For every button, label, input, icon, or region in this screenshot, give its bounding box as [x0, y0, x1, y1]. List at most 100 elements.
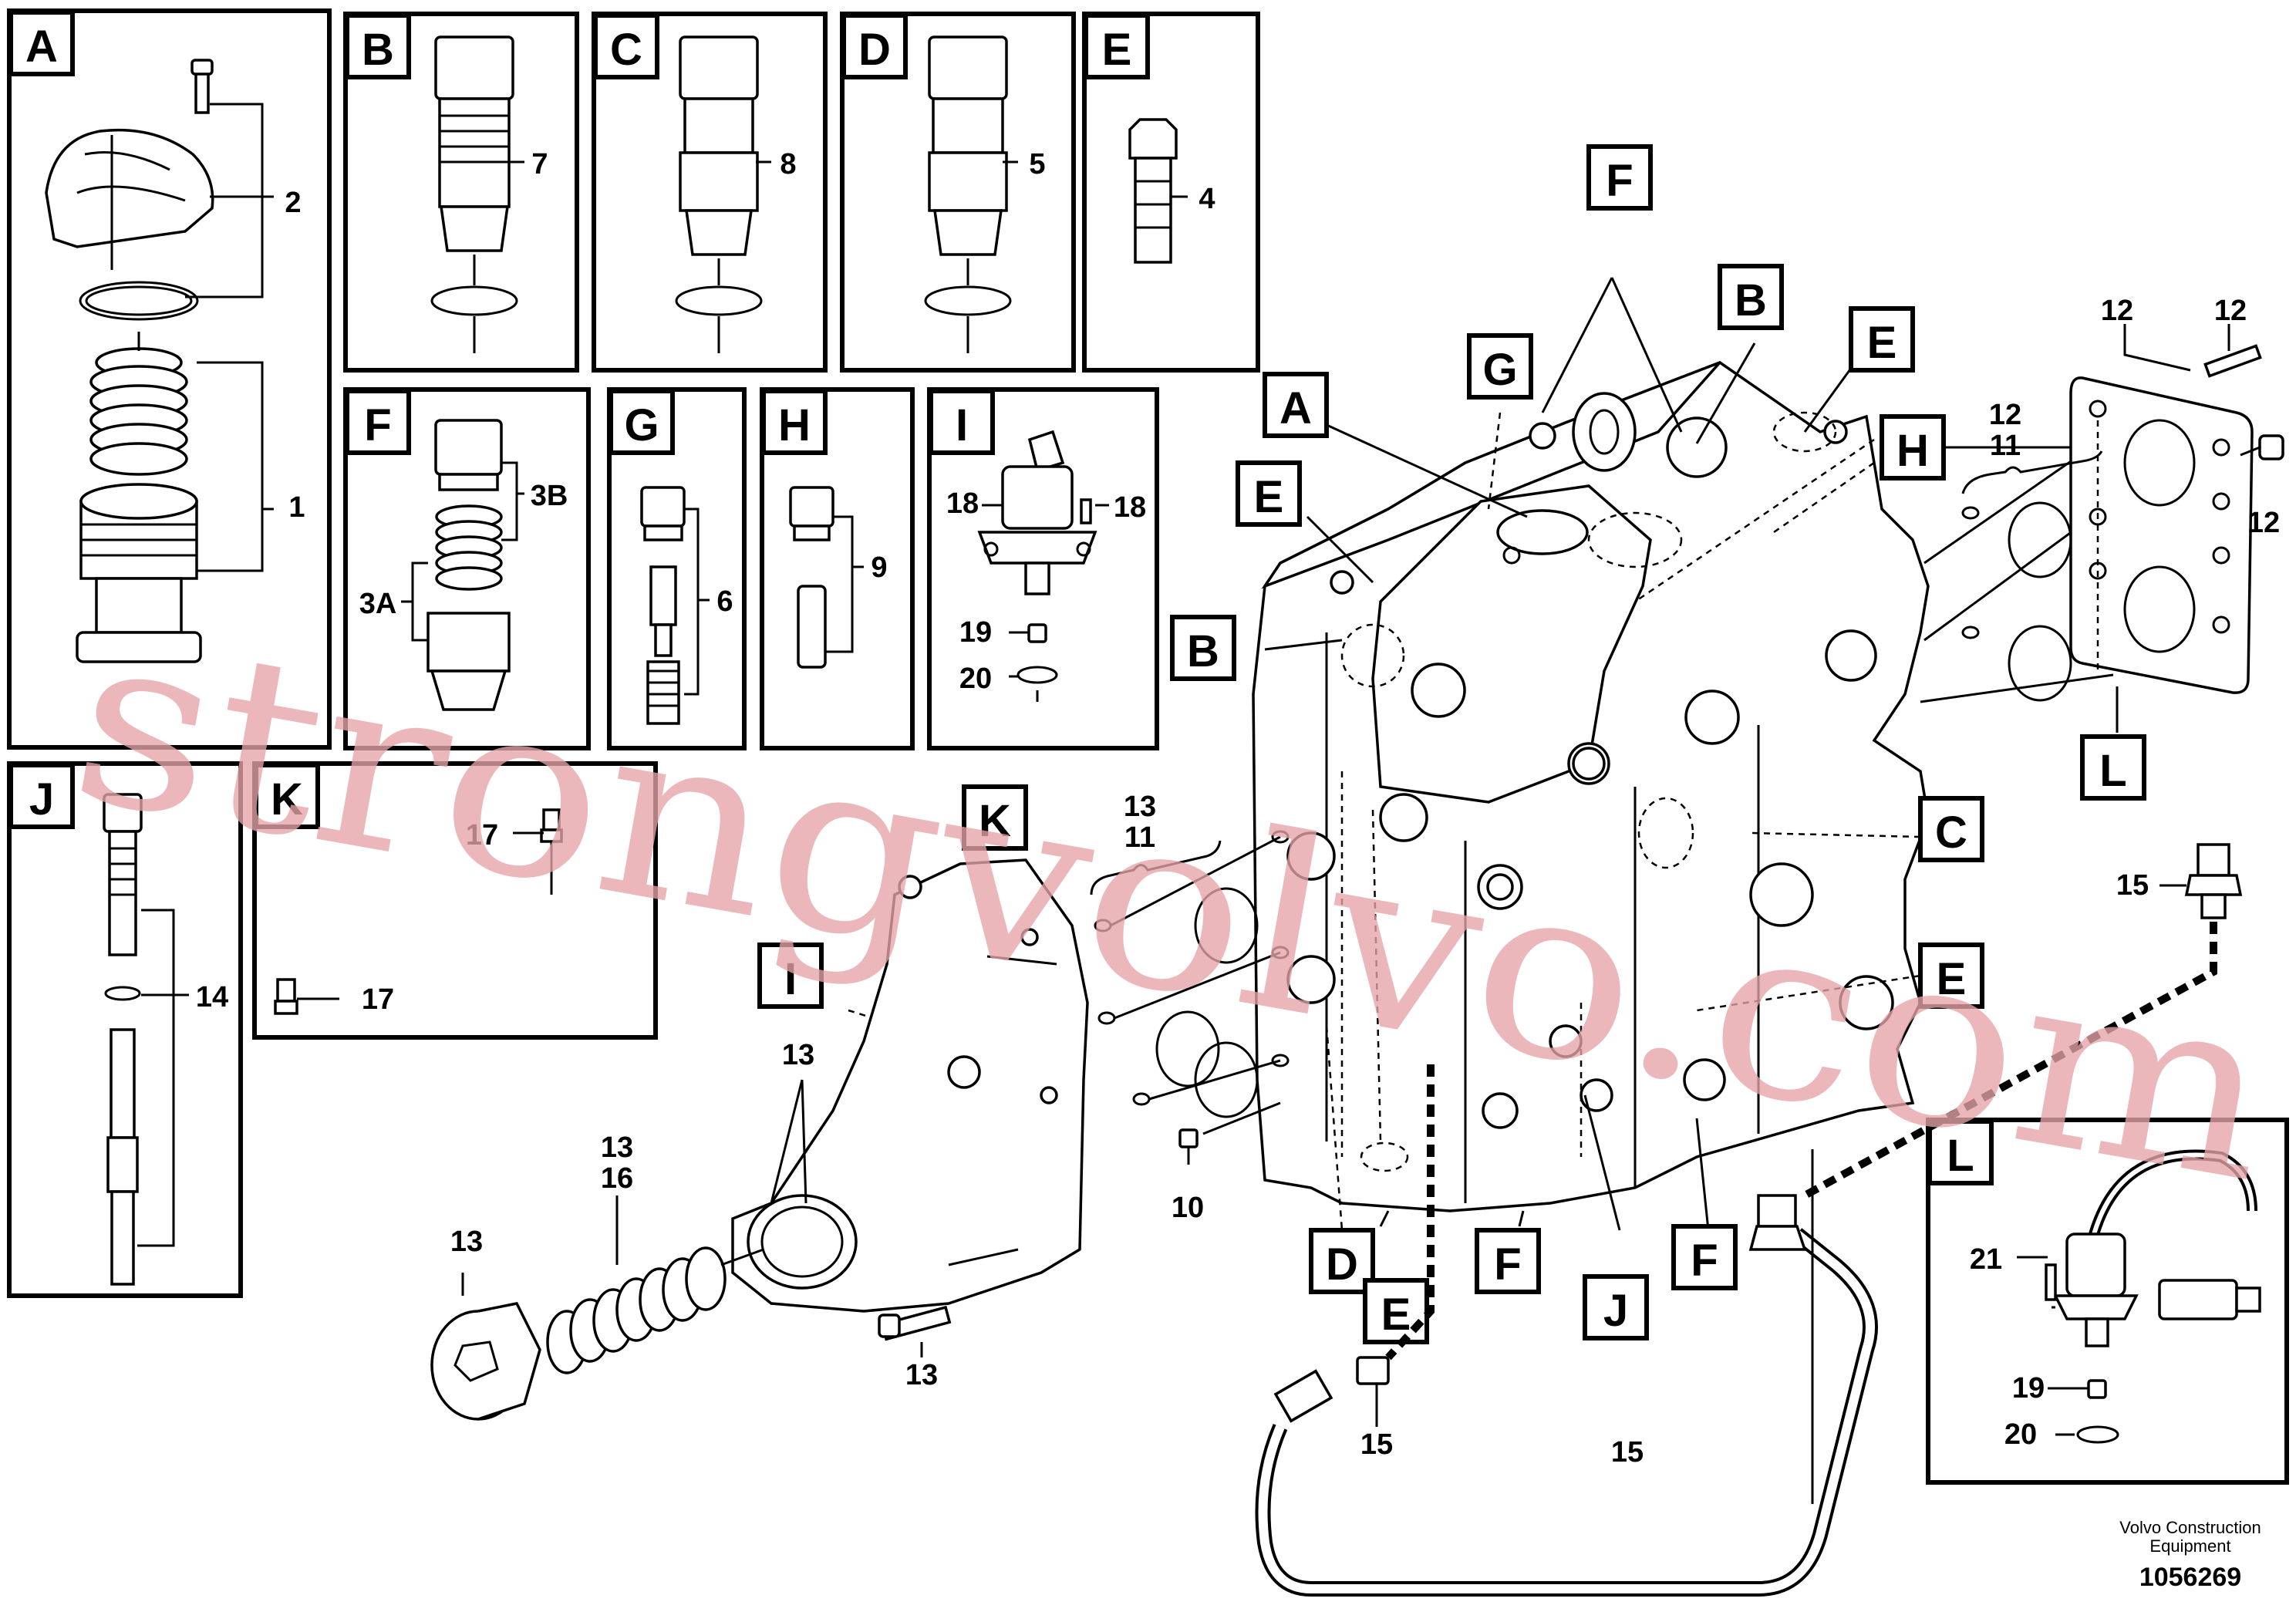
- valve-cartridge-D-icon: [924, 35, 1018, 353]
- svg-text:F: F: [1606, 156, 1633, 206]
- shuttle-valve-F-icon: [401, 419, 524, 711]
- callout-12-a: 12: [2101, 295, 2133, 327]
- callout-3A: 3A: [359, 588, 397, 620]
- svg-text:G: G: [1482, 345, 1517, 395]
- callout-17-top: 17: [466, 819, 498, 851]
- tag-main-I: I: [757, 943, 824, 1009]
- svg-text:I: I: [784, 954, 797, 1004]
- callout-21: 21: [1970, 1243, 2002, 1276]
- svg-text:E: E: [1102, 25, 1132, 75]
- tag-main-F-top: F: [1586, 144, 1653, 211]
- callout-3B: 3B: [531, 480, 568, 512]
- callout-12-d: 12: [1989, 399, 2021, 431]
- callout-18-right: 18: [1114, 491, 1146, 524]
- panel-tag-H: H: [761, 389, 828, 455]
- piston-icon: [76, 483, 202, 663]
- callout-13-brace: 13: [1124, 791, 1156, 823]
- callout-5: 5: [1029, 148, 1045, 180]
- o-ring-icon: [79, 281, 199, 321]
- tag-main-L: L: [2080, 734, 2146, 801]
- callout-15-right: 15: [2116, 869, 2149, 902]
- callout-13-screw: 13: [905, 1359, 938, 1391]
- panel-tag-J: J: [8, 763, 75, 829]
- panel-tag-L: L: [1927, 1119, 1994, 1185]
- callout-12-b: 12: [2214, 295, 2247, 327]
- panel-tag-F: F: [345, 389, 411, 455]
- panel-tag-B: B: [345, 13, 411, 79]
- svg-text:A: A: [25, 22, 58, 72]
- callout-13-spring: 13: [601, 1131, 633, 1164]
- callout-15-fitting: 15: [1360, 1428, 1393, 1461]
- side-cover-L: [1961, 324, 2284, 702]
- callout-17-bottom: 17: [362, 983, 394, 1016]
- svg-text:B: B: [362, 25, 394, 75]
- callout-14: 14: [196, 981, 228, 1013]
- svg-text:B: B: [1735, 275, 1767, 325]
- callout-16: 16: [601, 1162, 633, 1195]
- svg-text:K: K: [271, 774, 303, 824]
- spring-icon: [89, 347, 188, 476]
- callout-15-hose: 15: [1611, 1436, 1644, 1469]
- panel-tag-C: C: [593, 13, 659, 79]
- tag-main-K: K: [962, 784, 1028, 851]
- callout-12-c: 12: [2247, 507, 2280, 539]
- panel-tag-I: I: [929, 389, 995, 455]
- callout-13-plug: 13: [450, 1226, 483, 1258]
- svg-text:E: E: [1381, 1290, 1411, 1340]
- valve-cartridge-B-icon: [430, 35, 524, 353]
- callout-4: 4: [1199, 183, 1215, 215]
- end-cover-housing: [731, 858, 1089, 1313]
- svg-text:I: I: [956, 400, 968, 450]
- svg-text:F: F: [1494, 1239, 1521, 1290]
- tag-main-B-left: B: [1170, 615, 1236, 681]
- seal-set: [1094, 830, 1290, 1165]
- tag-main-D: D: [1309, 1228, 1375, 1294]
- plug-valve-H-icon: [789, 486, 864, 669]
- tag-main-F-right: F: [1671, 1224, 1738, 1290]
- svg-text:K: K: [979, 796, 1011, 846]
- svg-text:H: H: [1896, 426, 1929, 476]
- callout-2: 2: [285, 187, 301, 219]
- svg-text:D: D: [1326, 1239, 1358, 1290]
- callout-11-top: 11: [1990, 430, 2021, 462]
- panel-A-parts: [45, 59, 274, 663]
- callout-6: 6: [716, 585, 733, 618]
- tag-main-A: A: [1263, 372, 1329, 438]
- svg-text:E: E: [1254, 472, 1284, 522]
- bracket-11-13: [1090, 840, 1222, 895]
- callout-1: 1: [288, 491, 305, 524]
- tag-main-B-top: B: [1718, 264, 1784, 330]
- tag-main-G: G: [1467, 333, 1533, 400]
- panel-tag-D: D: [841, 13, 908, 79]
- drawing-number: 1056269: [2139, 1563, 2241, 1592]
- callout-18-left: 18: [946, 487, 979, 520]
- svg-text:B: B: [1187, 626, 1219, 676]
- callout-13-housing: 13: [782, 1039, 814, 1071]
- callout-9: 9: [871, 551, 887, 584]
- tag-main-F-bottom: F: [1475, 1228, 1541, 1294]
- svg-text:E: E: [1937, 954, 1967, 1004]
- solenoid-connector-L-icon: [2017, 1149, 2261, 1444]
- callout-20-I: 20: [959, 663, 992, 695]
- callout-19-L: 19: [2012, 1372, 2045, 1404]
- tag-main-E-bottom: E: [1363, 1278, 1429, 1344]
- svg-text:F: F: [364, 400, 391, 450]
- svg-text:G: G: [624, 400, 659, 450]
- callout-20-L: 20: [2004, 1418, 2037, 1451]
- cover-screw-icon: [878, 1305, 952, 1357]
- footer-company-line2: Equipment: [2149, 1536, 2230, 1556]
- callout-7: 7: [531, 148, 548, 180]
- bracket-11-12: [1961, 450, 2103, 494]
- footer-company-line1: Volvo Construction: [2119, 1518, 2261, 1537]
- main-leaders: [848, 277, 2119, 1231]
- svg-text:F: F: [1691, 1236, 1718, 1286]
- svg-text:E: E: [1867, 318, 1897, 368]
- tag-main-E-right: E: [1918, 943, 1984, 1009]
- svg-text:D: D: [858, 25, 891, 75]
- svg-text:C: C: [1935, 808, 1967, 858]
- main-valve-block: [1252, 361, 1930, 1212]
- svg-text:L: L: [2099, 746, 2126, 796]
- panel-tag-A: A: [8, 10, 75, 76]
- hose-15: [1255, 843, 2243, 1597]
- callout-10: 10: [1172, 1192, 1204, 1224]
